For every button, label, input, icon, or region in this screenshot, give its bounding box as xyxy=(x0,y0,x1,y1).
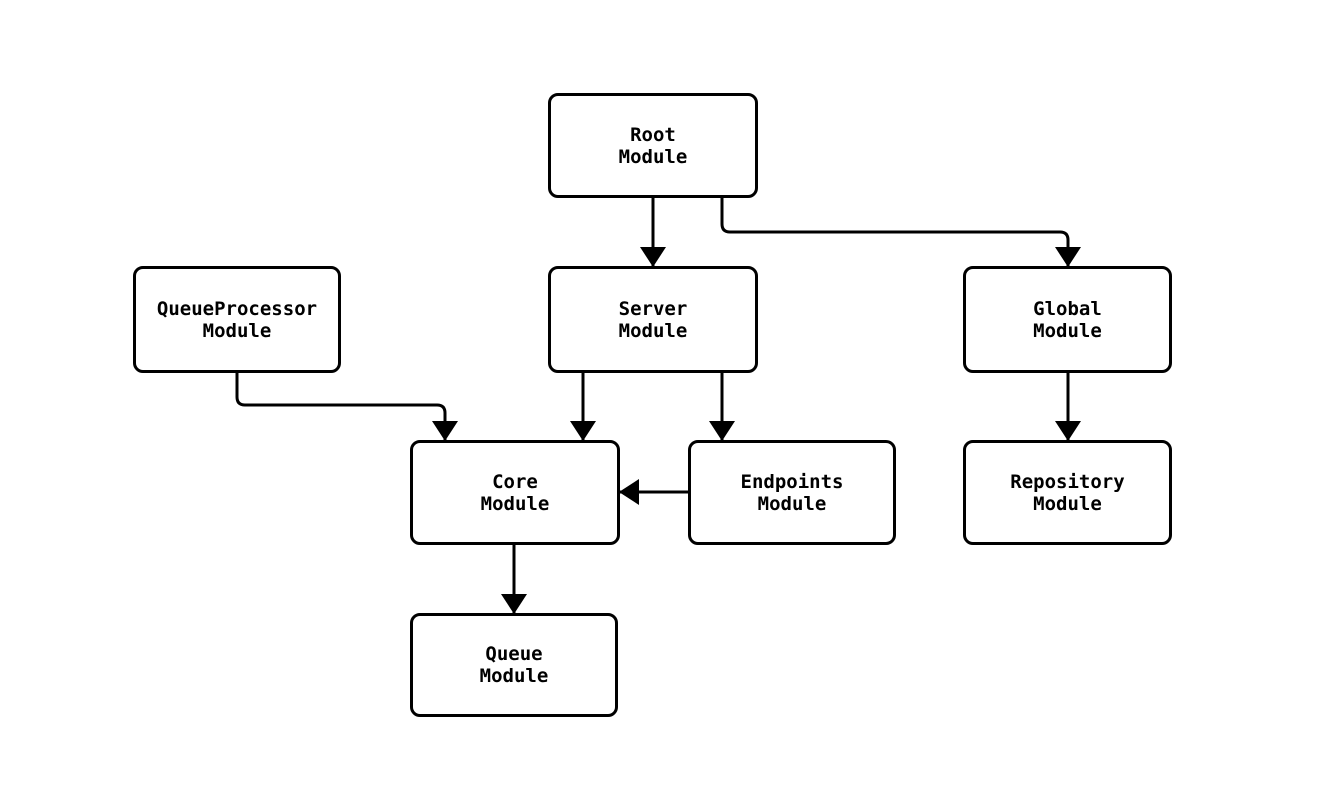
node-queueprocessor-module: QueueProcessor Module xyxy=(133,266,341,373)
node-queueprocessor-module-label: QueueProcessor Module xyxy=(156,297,318,342)
node-endpoints-module: Endpoints Module xyxy=(688,440,896,545)
node-repository-module: Repository Module xyxy=(963,440,1172,545)
node-core-module: Core Module xyxy=(410,440,620,545)
node-endpoints-module-label: Endpoints Module xyxy=(740,470,844,515)
node-global-module-label: Global Module xyxy=(1033,297,1102,342)
node-server-module: Server Module xyxy=(548,266,758,373)
node-server-module-label: Server Module xyxy=(618,297,688,342)
node-queue-module: Queue Module xyxy=(410,613,618,717)
node-queue-module-label: Queue Module xyxy=(479,643,549,687)
edge-root-global xyxy=(720,198,1081,267)
edge-queueprocessor-core xyxy=(235,373,458,441)
node-repository-module-label: Repository Module xyxy=(1010,470,1125,515)
node-global-module: Global Module xyxy=(963,266,1172,373)
node-root-module-label: Root Module xyxy=(618,123,688,168)
node-root-module: Root Module xyxy=(548,93,758,198)
node-core-module-label: Core Module xyxy=(480,470,550,515)
